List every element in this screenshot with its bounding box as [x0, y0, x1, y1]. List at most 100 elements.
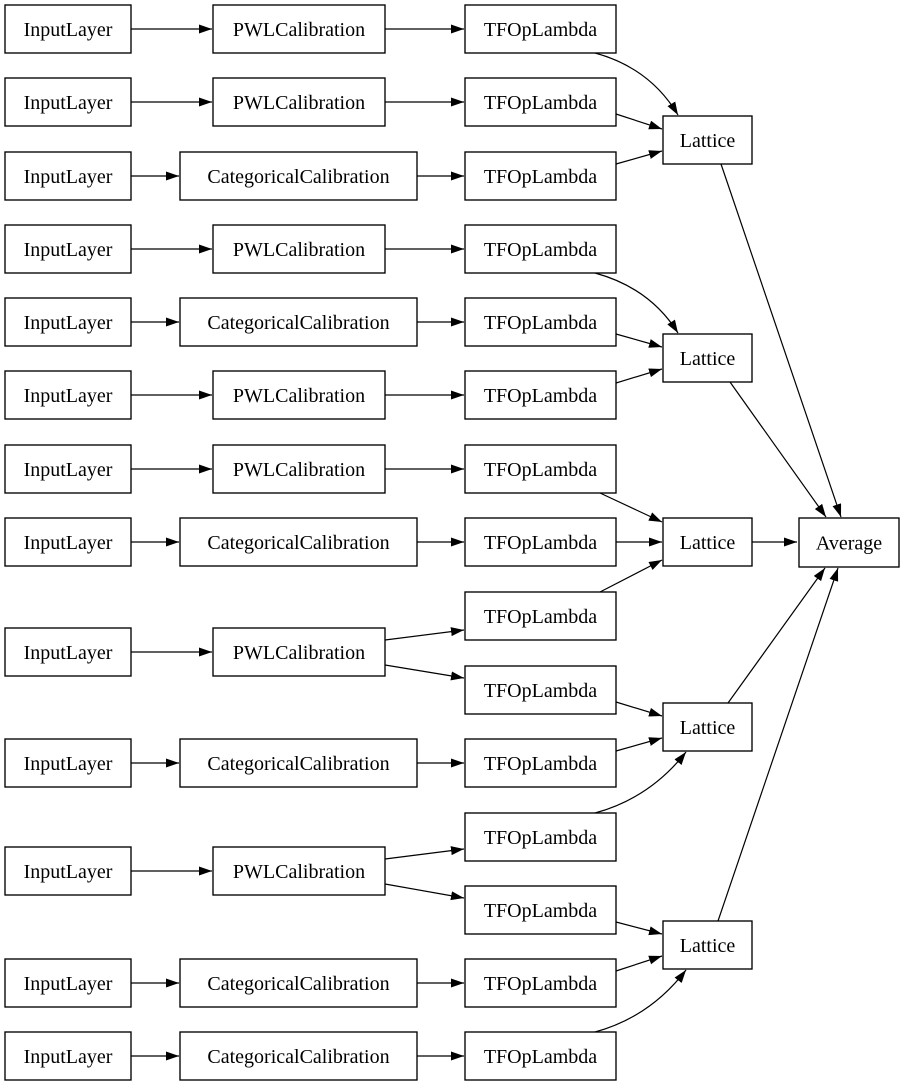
calib-7-box	[212, 444, 386, 494]
calib-9-label: PWLCalibration	[233, 642, 365, 664]
node-tfop-6: TFOpLambda	[464, 370, 617, 420]
calib-3-box	[179, 151, 418, 201]
lattice-2-box	[662, 333, 753, 383]
input-7-box	[4, 444, 132, 494]
edge-tfop-12-to-lattice-4	[594, 751, 687, 814]
tfop-12-label: TFOpLambda	[484, 827, 597, 849]
node-lattice-4: Lattice	[662, 702, 753, 752]
tfop-1-box	[464, 4, 617, 54]
input-1-box	[4, 4, 132, 54]
edges-layer	[131, 24, 842, 1061]
lattice-1-box	[662, 115, 753, 165]
edge-tfop-13-to-lattice-5	[615, 921, 663, 936]
calib-5-label: CategoricalCalibration	[207, 312, 389, 334]
edge-tfop-3-to-lattice-1	[615, 150, 663, 165]
node-calib-5: CategoricalCalibration	[179, 297, 418, 347]
node-input-12: InputLayer	[4, 958, 132, 1008]
node-tfop-15: TFOpLambda	[464, 1031, 617, 1081]
edge-lattice-1-to-average	[720, 163, 842, 518]
input-1-label: InputLayer	[24, 19, 113, 41]
node-tfop-10: TFOpLambda	[464, 665, 617, 715]
tfop-5-label: TFOpLambda	[484, 312, 597, 334]
tfop-6-label: TFOpLambda	[484, 385, 597, 407]
tfop-8-box	[464, 517, 617, 567]
node-input-8: InputLayer	[4, 517, 132, 567]
input-12-box	[4, 958, 132, 1008]
node-tfop-9: TFOpLambda	[464, 591, 617, 641]
node-input-4: InputLayer	[4, 224, 132, 274]
input-9-label: InputLayer	[24, 642, 113, 664]
lattice-4-box	[662, 702, 753, 752]
node-tfop-4: TFOpLambda	[464, 224, 617, 274]
calib-11-label: PWLCalibration	[233, 861, 365, 883]
tfop-2-label: TFOpLambda	[484, 92, 597, 114]
node-input-11: InputLayer	[4, 846, 132, 896]
tfop-5-box	[464, 297, 617, 347]
tfop-9-box	[464, 591, 617, 641]
node-calib-3: CategoricalCalibration	[179, 151, 418, 201]
edge-tfop-2-to-lattice-1	[615, 113, 663, 130]
tfop-15-box	[464, 1031, 617, 1081]
input-10-label: InputLayer	[24, 753, 113, 775]
tfop-3-label: TFOpLambda	[484, 166, 597, 188]
input-9-box	[4, 627, 132, 677]
edge-tfop-7-to-lattice-3	[599, 492, 663, 523]
tfop-7-box	[464, 444, 617, 494]
lattice-2-label: Lattice	[680, 348, 736, 370]
input-11-box	[4, 846, 132, 896]
tfop-14-label: TFOpLambda	[484, 973, 597, 995]
node-calib-8: CategoricalCalibration	[179, 517, 418, 567]
node-input-1: InputLayer	[4, 4, 132, 54]
edge-lattice-4-to-average	[727, 567, 826, 704]
nodes-layer: InputLayerInputLayerInputLayerInputLayer…	[4, 4, 900, 1081]
node-calib-7: PWLCalibration	[212, 444, 386, 494]
tfop-11-label: TFOpLambda	[484, 753, 597, 775]
tfop-10-label: TFOpLambda	[484, 680, 597, 702]
node-calib-13: CategoricalCalibration	[179, 1031, 418, 1081]
tfop-13-box	[464, 885, 617, 935]
input-13-box	[4, 1031, 132, 1081]
tfop-15-label: TFOpLambda	[484, 1046, 597, 1068]
input-6-label: InputLayer	[24, 385, 113, 407]
lattice-3-label: Lattice	[680, 532, 736, 554]
input-6-box	[4, 370, 132, 420]
node-input-6: InputLayer	[4, 370, 132, 420]
calib-3-label: CategoricalCalibration	[207, 166, 389, 188]
edge-tfop-6-to-lattice-2	[615, 368, 663, 384]
node-tfop-11: TFOpLambda	[464, 738, 617, 788]
calib-4-box	[212, 224, 386, 274]
node-tfop-8: TFOpLambda	[464, 517, 617, 567]
tfop-12-box	[464, 812, 617, 862]
lattice-4-label: Lattice	[680, 717, 736, 739]
calib-2-label: PWLCalibration	[233, 92, 365, 114]
input-3-box	[4, 151, 132, 201]
edge-calib-11-to-tfop-12	[384, 846, 465, 860]
node-tfop-2: TFOpLambda	[464, 77, 617, 127]
calib-13-label: CategoricalCalibration	[207, 1046, 389, 1068]
input-2-label: InputLayer	[24, 92, 113, 114]
tfop-2-box	[464, 77, 617, 127]
tfop-7-label: TFOpLambda	[484, 459, 597, 481]
node-tfop-13: TFOpLambda	[464, 885, 617, 935]
calib-5-box	[179, 297, 418, 347]
node-tfop-5: TFOpLambda	[464, 297, 617, 347]
node-input-7: InputLayer	[4, 444, 132, 494]
lattice-3-box	[662, 517, 753, 567]
edge-tfop-10-to-lattice-4	[615, 701, 663, 717]
tfop-8-label: TFOpLambda	[484, 532, 597, 554]
node-lattice-2: Lattice	[662, 333, 753, 383]
calib-6-box	[212, 370, 386, 420]
node-lattice-5: Lattice	[662, 920, 753, 970]
lattice-5-box	[662, 920, 753, 970]
edge-lattice-5-to-average	[717, 567, 839, 922]
node-calib-1: PWLCalibration	[212, 4, 386, 54]
node-average: Average	[798, 517, 900, 568]
node-calib-9: PWLCalibration	[212, 627, 386, 677]
edge-tfop-1-to-lattice-1	[594, 52, 679, 116]
calib-8-label: CategoricalCalibration	[207, 532, 389, 554]
node-tfop-7: TFOpLambda	[464, 444, 617, 494]
lattice-1-label: Lattice	[680, 130, 736, 152]
tfop-9-label: TFOpLambda	[484, 606, 597, 628]
tfop-4-label: TFOpLambda	[484, 239, 597, 261]
